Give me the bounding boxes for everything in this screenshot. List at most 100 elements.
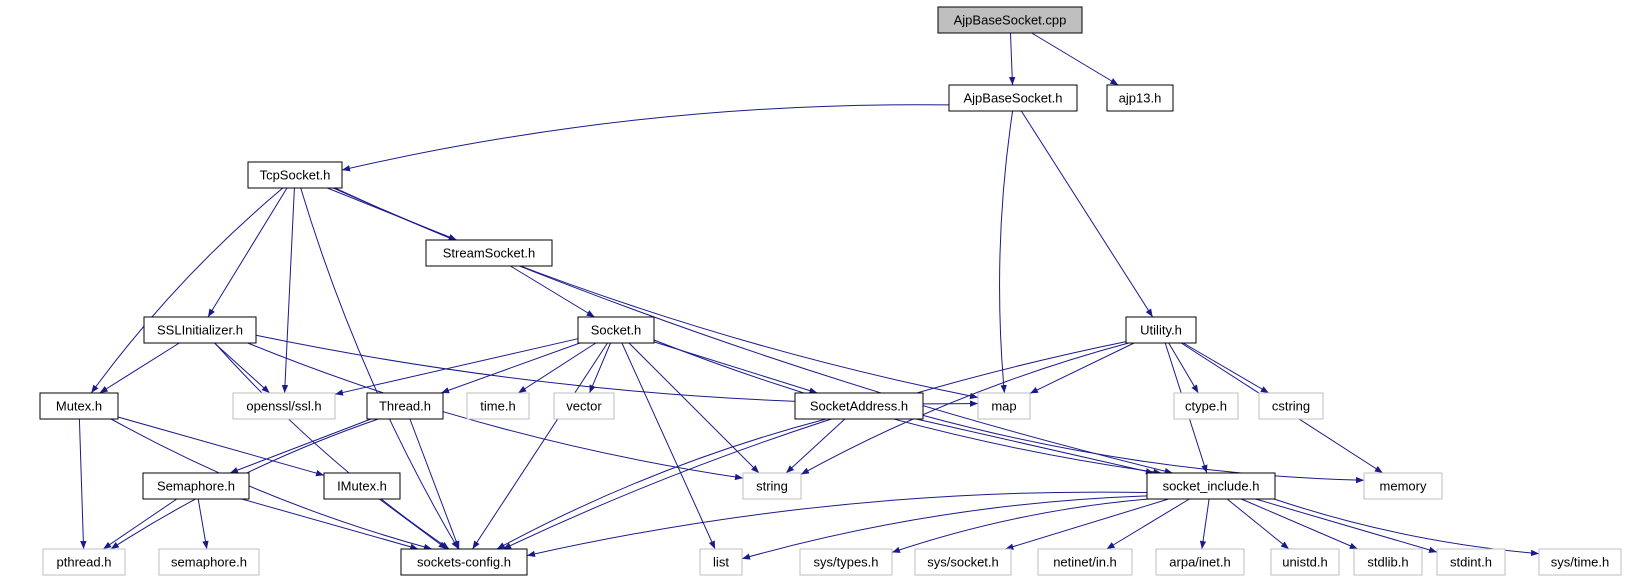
node-label: AjpBaseSocket.cpp xyxy=(954,13,1067,28)
node-socketaddress-h[interactable]: SocketAddress.h xyxy=(794,392,924,420)
node-label: Mutex.h xyxy=(56,399,102,414)
node-label: pthread.h xyxy=(57,555,112,570)
node-label: arpa/inet.h xyxy=(1169,555,1230,570)
node-sys-socket-h: sys/socket.h xyxy=(914,548,1012,576)
node-box xyxy=(42,548,126,576)
node-box xyxy=(799,548,893,576)
node-label: vector xyxy=(566,399,602,414)
node-label: IMutex.h xyxy=(337,479,387,494)
node-socket-include-h[interactable]: socket_include.h xyxy=(1146,472,1276,500)
node-label: map xyxy=(991,399,1016,414)
node-box xyxy=(366,392,444,420)
edge-socket-include-h-to-unistd-h xyxy=(1226,498,1290,550)
edge-socket-include-h-to-stdint-h xyxy=(1255,498,1438,553)
edge-ajpbasesocket-h-to-map xyxy=(999,110,1014,394)
edge-socket-h-to-socket-include-h xyxy=(653,339,1162,476)
node-imutex-h[interactable]: IMutex.h xyxy=(323,472,401,500)
edge-semaphore-h-to-pthread-h xyxy=(102,498,178,550)
edge-streamsocket-h-to-socket-h xyxy=(510,265,595,318)
edge-socket-include-h-to-sys-time-h xyxy=(1273,498,1540,557)
edge-socket-h-to-thread-h xyxy=(440,342,581,394)
edge-socket-include-h-to-sys-types-h xyxy=(891,498,1149,553)
node-semaphore-h[interactable]: Semaphore.h xyxy=(142,472,250,500)
node-sys-types-h: sys/types.h xyxy=(799,548,893,576)
node-box xyxy=(1173,392,1239,420)
node-ajpbasesocket-h[interactable]: AjpBaseSocket.h xyxy=(948,84,1078,112)
node-socket-h[interactable]: Socket.h xyxy=(577,316,655,344)
node-label: netinet/in.h xyxy=(1053,555,1117,570)
node-box xyxy=(143,316,257,344)
node-string: string xyxy=(742,472,802,500)
node-stdint-h: stdint.h xyxy=(1436,548,1506,576)
edge-socketaddress-h-to-sockets-config-h xyxy=(496,418,827,550)
node-label: sys/types.h xyxy=(813,555,878,570)
node-tcpsocket-h[interactable]: TcpSocket.h xyxy=(247,161,343,189)
edge-semaphore-h-to-semaphore-h xyxy=(197,498,209,550)
node-box xyxy=(1106,84,1174,112)
node-label: list xyxy=(713,555,729,570)
node-stdlib-h: stdlib.h xyxy=(1353,548,1423,576)
edge-tcpsocket-h-to-map xyxy=(334,187,979,400)
node-label: memory xyxy=(1380,479,1427,494)
node-box xyxy=(553,392,615,420)
edge-socketaddress-h-to-socket-include-h xyxy=(916,418,1154,475)
node-box xyxy=(577,316,655,344)
edge-socket-include-h-to-arpa-inet-h xyxy=(1199,498,1210,550)
node-label: SocketAddress.h xyxy=(810,399,908,414)
node-box xyxy=(39,392,119,420)
node-mutex-h[interactable]: Mutex.h xyxy=(39,392,119,420)
edge-socket-include-h-to-sys-socket-h xyxy=(1005,498,1169,550)
node-label: Thread.h xyxy=(379,399,431,414)
node-box xyxy=(425,239,553,267)
node-box xyxy=(937,6,1083,34)
node-label: ajp13.h xyxy=(1119,91,1162,106)
node-sslinitializer-h[interactable]: SSLInitializer.h xyxy=(143,316,257,344)
edge-socket-h-to-time-h xyxy=(517,342,597,394)
node-utility-h[interactable]: Utility.h xyxy=(1125,316,1197,344)
node-label: sys/time.h xyxy=(1551,555,1610,570)
node-box xyxy=(1146,472,1276,500)
node-box xyxy=(794,392,924,420)
edge-tcpsocket-h-to-sockets-config-h xyxy=(300,187,459,550)
node-box xyxy=(699,548,743,576)
edge-socket-h-to-string xyxy=(628,342,760,474)
edge-ajpbasesocket-cpp-to-ajp13-h xyxy=(1031,32,1119,86)
node-box xyxy=(948,84,1078,112)
node-label: Socket.h xyxy=(591,323,642,338)
node-unistd-h: unistd.h xyxy=(1270,548,1340,576)
node-ctype-h: ctype.h xyxy=(1173,392,1239,420)
node-ajp13-h[interactable]: ajp13.h xyxy=(1106,84,1174,112)
node-list: list xyxy=(699,548,743,576)
edge-sslinitializer-h-to-mutex-h xyxy=(99,342,180,394)
edge-socketaddress-h-to-string xyxy=(785,418,846,474)
edge-tcpsocket-h-to-sslinitializer-h xyxy=(207,187,288,318)
node-box xyxy=(977,392,1031,420)
node-label: AjpBaseSocket.h xyxy=(963,91,1062,106)
node-label: sys/socket.h xyxy=(927,555,999,570)
node-box xyxy=(400,548,528,576)
node-pthread-h: pthread.h xyxy=(42,548,126,576)
edge-socket-h-to-sockets-config-h xyxy=(472,342,608,550)
node-box xyxy=(1125,316,1197,344)
edge-socket-h-to-openssl-ssl-h xyxy=(334,338,579,396)
node-ajpbasesocket-cpp[interactable]: AjpBaseSocket.cpp xyxy=(937,6,1083,34)
edge-socket-include-h-to-netinet-in-h xyxy=(1106,498,1190,550)
edge-sslinitializer-h-to-sockets-config-h xyxy=(214,342,450,550)
node-box xyxy=(914,548,1012,576)
edge-tcpsocket-h-to-openssl-ssl-h xyxy=(281,187,295,394)
node-box xyxy=(1270,548,1340,576)
node-box xyxy=(1353,548,1423,576)
node-thread-h[interactable]: Thread.h xyxy=(366,392,444,420)
edge-socket-h-to-vector xyxy=(589,342,611,394)
node-box xyxy=(1363,472,1443,500)
node-streamsocket-h[interactable]: StreamSocket.h xyxy=(425,239,553,267)
node-sockets-config-h[interactable]: sockets-config.h xyxy=(400,548,528,576)
node-memory: memory xyxy=(1363,472,1443,500)
node-label: string xyxy=(756,479,788,494)
edge-semaphore-h-to-sockets-config-h xyxy=(241,498,419,550)
edge-sslinitializer-h-to-openssl-ssl-h xyxy=(214,342,270,394)
node-label: ctype.h xyxy=(1185,399,1227,414)
